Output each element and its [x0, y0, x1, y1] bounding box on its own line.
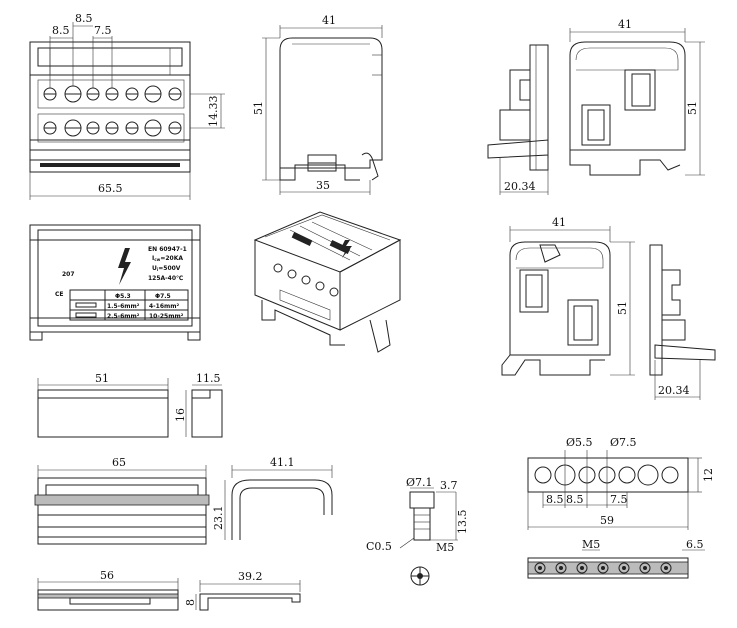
dim-11-5: 11.5 — [196, 372, 221, 385]
dim-65-5: 65.5 — [98, 182, 123, 195]
dim-35: 35 — [316, 179, 330, 192]
dim-23-1: 23.1 — [212, 506, 225, 531]
dim-16: 16 — [174, 408, 187, 422]
dim-8-5-a: 8.5 — [546, 493, 564, 506]
dim-51-cover: 51 — [95, 372, 109, 385]
front-view: 8.5 8.5 7.5 14.33 65.5 — [29, 12, 225, 200]
screw: Ø7.1 3.7 13.5 C0.5 M5 — [366, 476, 469, 586]
dim-14-33: 14.33 — [207, 96, 220, 128]
label-th-1: Φ7.5 — [155, 293, 171, 300]
base-strip: 56 39.2 8 — [37, 569, 301, 611]
dim-d5-5: Ø5.5 — [566, 436, 593, 449]
dim-20-34-s2: 20.34 — [658, 384, 690, 397]
isometric-view — [253, 211, 402, 353]
busbar: Ø5.5 Ø7.5 12 8.5 8.5 7.5 59 M5 6.5 — [527, 436, 715, 579]
dim-d7-1: Ø7.1 — [406, 476, 433, 489]
side-view-rail: 41 51 20.34 — [487, 18, 705, 195]
cover-small: 51 11.5 16 — [37, 372, 223, 438]
dim-8-5-top: 8.5 — [75, 12, 93, 25]
dim-39-2: 39.2 — [238, 570, 263, 583]
label-r2-0: 2.5-6mm² — [107, 313, 140, 320]
dim-13-5: 13.5 — [456, 510, 469, 535]
side-view-2: 41 51 20.34 — [501, 216, 716, 400]
label-r1-0: 1.5-6mm² — [107, 303, 140, 310]
label-model: 207 — [62, 271, 75, 278]
dim-m5-bus: M5 — [582, 538, 600, 551]
label-plate: EN 60947-1 Icw=20KA Ui=500V 125A-40℃ 207… — [29, 224, 201, 341]
dim-41-1: 41.1 — [270, 456, 295, 469]
dim-8-5-b: 8.5 — [566, 493, 584, 506]
dim-8-base: 8 — [184, 599, 197, 606]
dim-65: 65 — [112, 456, 126, 469]
dim-41-rail: 41 — [618, 18, 632, 31]
dim-59: 59 — [600, 514, 614, 527]
label-th-0: Φ5.3 — [115, 293, 131, 300]
dim-m5-screw: M5 — [436, 541, 454, 554]
dim-51-s2: 51 — [616, 301, 629, 315]
dim-3-7: 3.7 — [440, 479, 458, 492]
label-standard: EN 60947-1 — [148, 246, 187, 253]
dim-12: 12 — [702, 468, 715, 482]
dim-56: 56 — [100, 569, 114, 582]
side-view-cover: 41 51 35 — [252, 14, 383, 195]
label-icw-sub: cw — [154, 257, 160, 262]
label-ce: CE — [55, 291, 64, 298]
cover-long: 65 41.1 23.1 — [34, 456, 333, 545]
svg-text:Icw=20KA: Icw=20KA — [152, 255, 183, 262]
label-ui-sub: i — [157, 267, 159, 272]
label-rating: 125A-40℃ — [148, 275, 183, 282]
dim-7-5-bus: 7.5 — [610, 493, 628, 506]
dim-c0-5: C0.5 — [366, 540, 392, 553]
label-icw-val: =20KA — [160, 255, 183, 262]
label-r2-1: 10-25mm² — [149, 313, 184, 320]
label-ui-val: =500V — [158, 265, 181, 272]
label-ui: U — [152, 265, 157, 272]
svg-text:Ui=500V: Ui=500V — [152, 265, 181, 272]
dim-51-rail: 51 — [686, 101, 699, 115]
dim-51: 51 — [252, 101, 265, 115]
dim-20-34: 20.34 — [504, 180, 536, 193]
dim-8-5-left: 8.5 — [52, 24, 70, 37]
label-r1-1: 4-16mm² — [149, 303, 180, 310]
label-icw: I — [152, 255, 154, 262]
dim-7-5: 7.5 — [94, 24, 112, 37]
dim-6-5: 6.5 — [686, 538, 704, 551]
dim-41-s2: 41 — [552, 216, 566, 229]
dim-41: 41 — [322, 14, 336, 27]
dim-d7-5: Ø7.5 — [610, 436, 637, 449]
